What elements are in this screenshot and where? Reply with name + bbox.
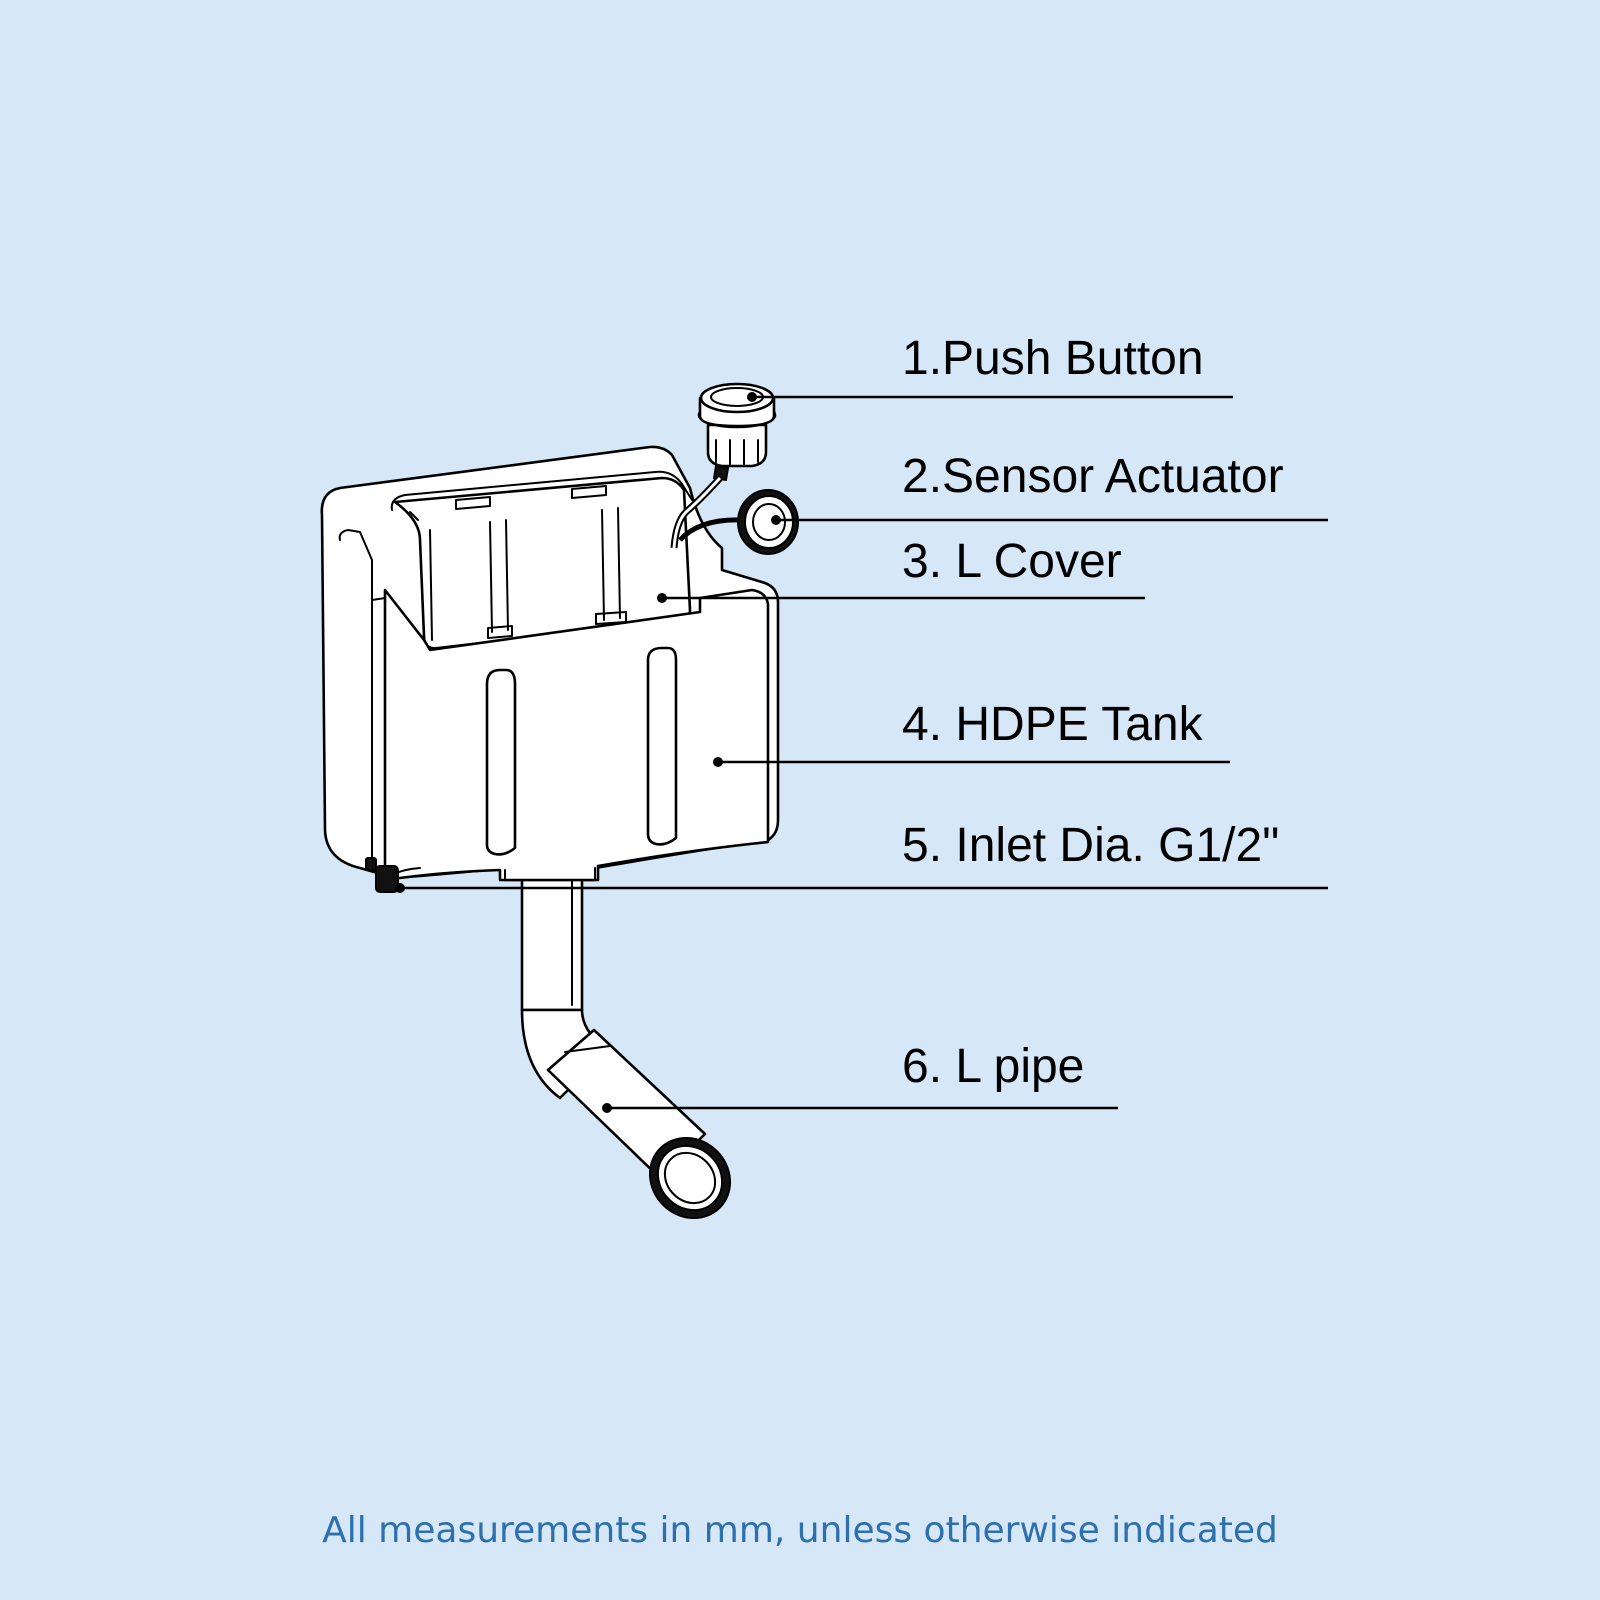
callout-label-l-cover: 3. L Cover [902, 535, 1122, 588]
callout-label-inlet: 5. Inlet Dia. G1/2" [902, 819, 1279, 872]
callout-label-hdpe-tank: 4. HDPE Tank [902, 698, 1204, 751]
callout-labels: 1.Push Button 2.Sensor Actuator 3. L Cov… [902, 332, 1284, 1093]
callout-label-sensor-actuator: 2.Sensor Actuator [902, 450, 1284, 503]
measurement-note: All measurements in mm, unless otherwise… [322, 1510, 1278, 1551]
callout-label-push-button: 1.Push Button [902, 332, 1204, 385]
hdpe-tank-drawing [320, 445, 780, 893]
callout-label-l-pipe: 6. L pipe [902, 1040, 1084, 1093]
sensor-actuator-drawing [678, 489, 799, 555]
l-pipe-drawing [520, 873, 732, 1220]
callout-leaders [395, 392, 1328, 1113]
